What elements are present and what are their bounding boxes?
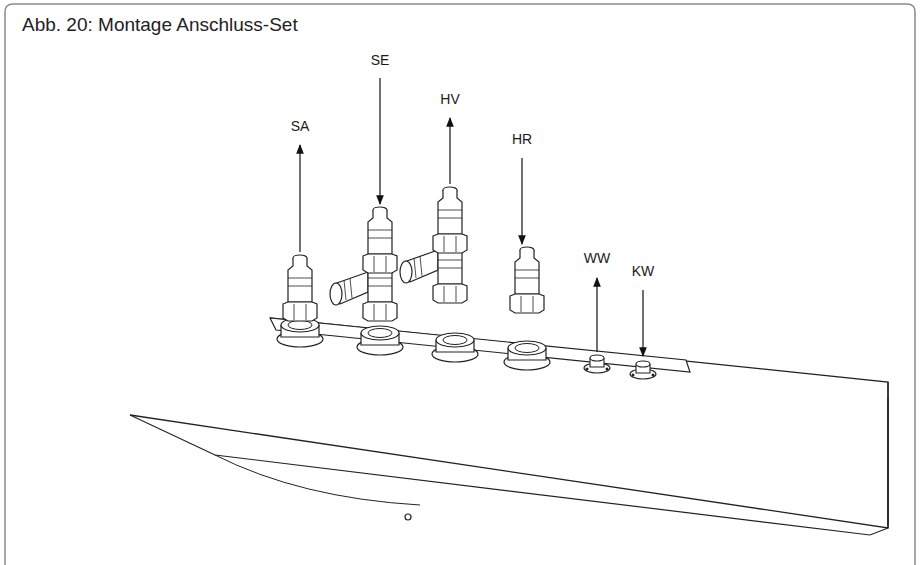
connection-label: SE bbox=[370, 52, 391, 68]
connection-label: HV bbox=[439, 91, 460, 107]
figure-title: Abb. 20: Montage Anschluss-Set bbox=[22, 14, 298, 36]
connection-label: WW bbox=[583, 250, 611, 266]
connection-label: HR bbox=[511, 131, 533, 147]
connection-label: SA bbox=[290, 118, 311, 134]
connection-label: KW bbox=[631, 263, 656, 279]
